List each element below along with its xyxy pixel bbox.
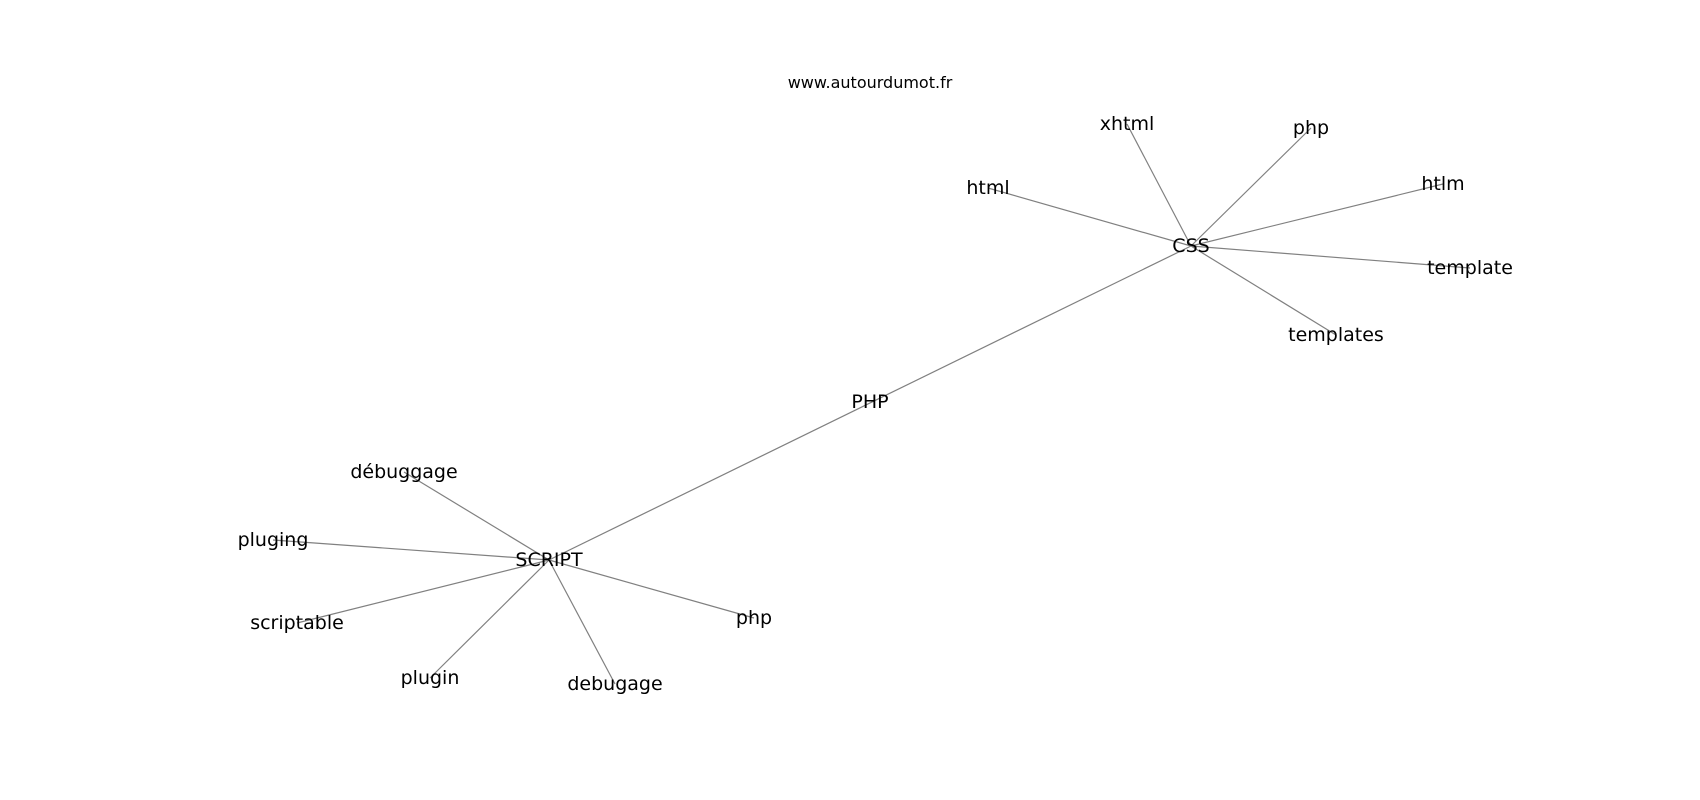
node-template: template [1427,257,1513,279]
edges-layer [272,123,1471,685]
nodes-layer: PHP CSS SCRIPT html xhtml php htlm template temp… [238,113,1513,695]
node-xhtml: xhtml [1100,113,1155,135]
edge-script-php_script [548,559,755,619]
node-css: CSS [1172,235,1209,257]
edge-script-scriptable [296,559,550,624]
node-php-css: php [1293,117,1329,139]
edge-script-debuggage [403,471,550,561]
node-plugin: plugin [401,667,460,689]
edge-css-templates [1190,245,1337,336]
node-script: SCRIPT [515,549,583,571]
node-debugage: debugage [567,673,662,695]
edge-script-pluging [272,539,550,561]
node-php-center: PHP [851,391,888,413]
node-html: html [966,177,1009,199]
node-pluging: pluging [238,529,309,551]
edge-css-script [548,245,1192,561]
node-templates: templates [1288,324,1384,346]
node-php-script: php [736,607,772,629]
site-url: www.autourdumot.fr [788,73,953,92]
edge-script-debugage [548,559,616,685]
edge-css-htlm [1190,183,1444,247]
node-debuggage: débuggage [350,461,457,483]
edge-css-html [987,187,1192,247]
edge-css-template [1190,245,1471,269]
edge-css-php_css [1190,127,1312,247]
node-scriptable: scriptable [250,612,344,634]
edge-script-plugin [429,559,550,679]
edge-css-xhtml [1126,123,1192,247]
node-htlm: htlm [1421,173,1464,195]
